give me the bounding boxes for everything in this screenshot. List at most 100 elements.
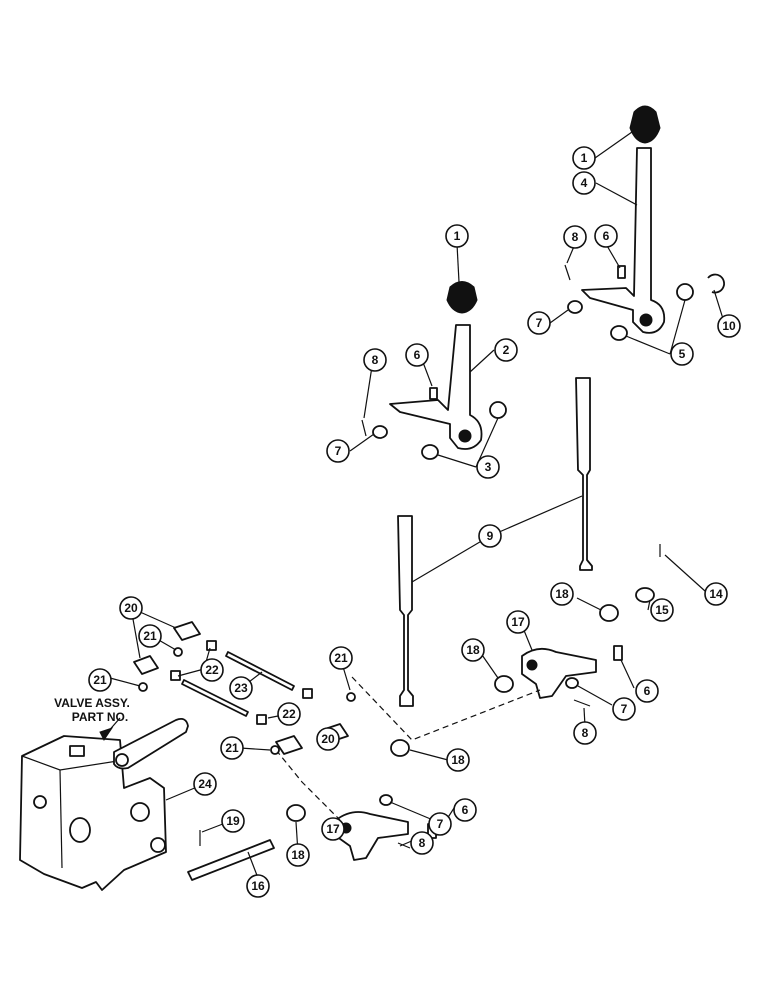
svg-text:22: 22 [282,707,296,721]
svg-text:6: 6 [414,348,421,362]
callout-6-lower: 6 [453,798,477,822]
callout-18-bottom: 18 [286,843,310,867]
callout-8-right: 8 [563,225,587,249]
callout-1-left: 1 [445,224,469,248]
callout-7-left: 7 [326,439,350,463]
callout-4: 4 [572,171,596,195]
connection-line-lower [275,749,341,821]
callout-22-bottom: 22 [277,702,301,726]
svg-text:1: 1 [581,151,588,165]
callout-8-left: 8 [363,348,387,372]
callout-17-lower: 17 [321,817,345,841]
washer-upper [565,677,579,689]
cotter-right [564,264,571,281]
callout-6-left: 6 [405,343,429,367]
callout-21-bottom: 21 [220,736,244,760]
bushing-5a [676,283,694,301]
bushing-18-bottom [286,804,306,822]
svg-text:8: 8 [419,836,426,850]
svg-text:15: 15 [655,603,669,617]
svg-text:7: 7 [437,817,444,831]
svg-text:4: 4 [581,176,588,190]
knob-left [446,281,478,314]
svg-text:21: 21 [143,629,157,643]
svg-text:20: 20 [124,601,138,615]
svg-text:18: 18 [466,643,480,657]
callout-3: 3 [476,455,500,479]
svg-text:8: 8 [372,353,379,367]
nut-21b [138,682,148,692]
callout-7-upper: 7 [612,697,636,721]
callout-8-upper: 8 [573,721,597,745]
callout-6-upper: 6 [635,679,659,703]
callout-7-lower: 7 [428,812,452,836]
svg-text:2: 2 [503,343,510,357]
callout-1-right: 1 [572,146,596,170]
bushing-18-upper [494,675,514,693]
bellcrank-upper [494,544,661,707]
nut-22c [302,688,313,699]
knob-right [629,105,661,144]
cotter-lower [397,842,411,849]
svg-text:18: 18 [451,753,465,767]
clevis-20d [275,735,303,755]
svg-text:16: 16 [251,879,265,893]
svg-text:19: 19 [226,814,240,828]
svg-text:14: 14 [709,587,723,601]
svg-text:6: 6 [462,803,469,817]
rod-9b [397,515,414,707]
svg-text:5: 5 [679,347,686,361]
bellcrank-17b [335,811,409,861]
shaft-16 [187,839,275,881]
callout-16: 16 [246,874,270,898]
linkage-parts [133,621,356,881]
callout-21-top: 21 [138,624,162,648]
svg-text:22: 22 [205,663,219,677]
bellcrank-17a [521,647,597,699]
callout-5: 5 [670,342,694,366]
svg-text:8: 8 [582,726,589,740]
svg-text:7: 7 [536,316,543,330]
svg-text:24: 24 [198,777,212,791]
snap-ring [707,273,725,294]
svg-text:17: 17 [511,615,525,629]
cotter-left [361,419,367,437]
callout-17-upper: 17 [506,610,530,634]
callout-9: 9 [478,524,502,548]
pin-right [617,265,626,279]
svg-text:8: 8 [572,230,579,244]
bellcrank-lower [286,739,437,861]
callout-7-right: 7 [527,311,551,335]
callout-8-lower: 8 [410,831,434,855]
nut-22d [256,714,267,725]
valve-arm [113,717,189,770]
svg-text:17: 17 [326,822,340,836]
bushing-3a [489,401,507,419]
clevis-20b [133,655,159,675]
callout-15: 15 [650,598,674,622]
svg-text:23: 23 [234,681,248,695]
leader-lines [109,131,725,879]
bushing-3b [421,444,439,460]
left-lever-assembly [361,281,507,460]
callout-20-bottom: 20 [316,727,340,751]
svg-text:20: 20 [321,732,335,746]
callout-22-top: 22 [200,658,224,682]
valve-label-line2: PART NO. [72,710,128,724]
valve-assembly [19,717,189,891]
rod-23a [225,651,295,691]
callout-18-lower: 18 [446,748,470,772]
pin-left [429,387,438,400]
callout-18-upper: 18 [461,638,485,662]
nut-21c [346,692,356,702]
callout-19: 19 [221,809,245,833]
nut-21d [270,745,280,755]
svg-text:7: 7 [335,444,342,458]
callout-10: 10 [717,314,741,338]
callout-21-left: 21 [88,668,112,692]
control-rods [397,377,593,707]
svg-text:21: 21 [225,741,239,755]
svg-text:9: 9 [487,529,494,543]
callout-2: 2 [494,338,518,362]
svg-text:18: 18 [555,587,569,601]
